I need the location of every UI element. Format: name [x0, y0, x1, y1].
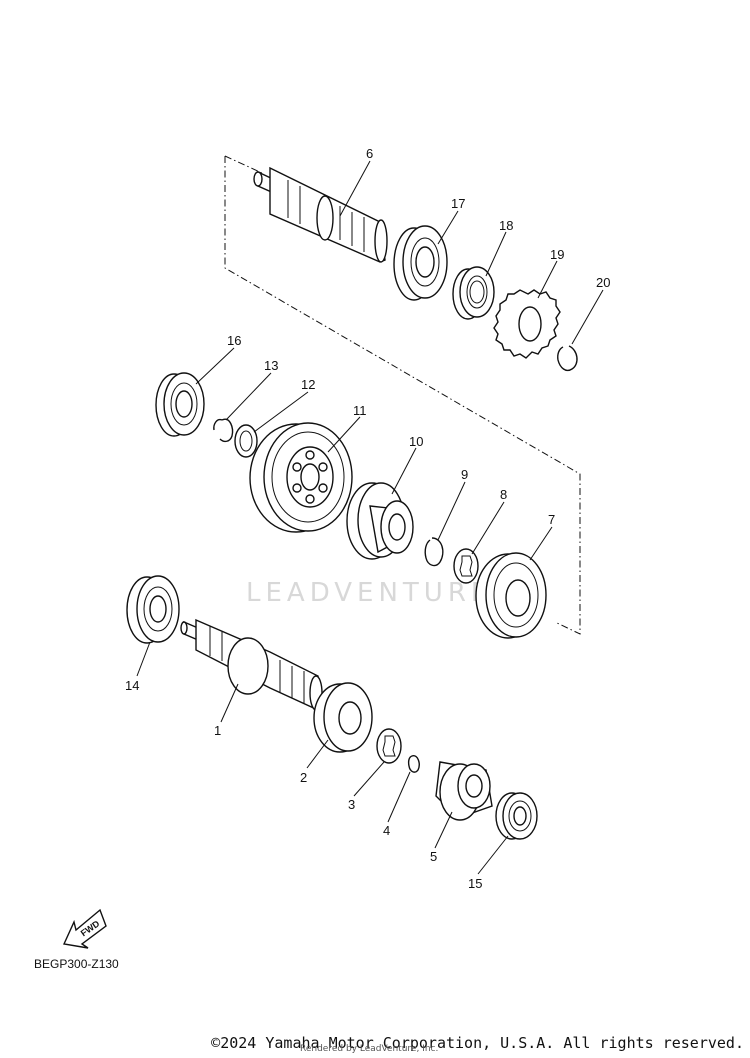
callout-17: 17	[451, 196, 465, 211]
part-11-gear[interactable]	[249, 422, 353, 533]
callout-4: 4	[383, 823, 390, 838]
callout-19: 19	[550, 247, 564, 262]
callout-1: 1	[214, 723, 221, 738]
part-15-bearing[interactable]	[495, 792, 538, 840]
part-14-bearing[interactable]	[126, 575, 180, 644]
part-20-circlip[interactable]	[557, 345, 578, 372]
part-7-gear[interactable]	[475, 552, 547, 639]
part-6-drive-axle[interactable]	[253, 166, 388, 263]
part-5-gear[interactable]	[435, 761, 493, 821]
callout-7: 7	[548, 512, 555, 527]
callout-5: 5	[430, 849, 437, 864]
copyright-notice: ©2024 Yamaha Motor Corporation, U.S.A. A…	[211, 1034, 744, 1052]
part-13-circlip[interactable]	[213, 418, 234, 443]
callout-15: 15	[468, 876, 482, 891]
rendered-by-note: Rendered by LeadVenture, Inc.	[300, 1044, 439, 1054]
part-10-gear[interactable]	[346, 482, 414, 560]
part-18-oil-seal[interactable]	[452, 266, 495, 320]
callout-12: 12	[301, 377, 315, 392]
part-17-bearing[interactable]	[393, 225, 448, 301]
part-4-circlip[interactable]	[407, 755, 420, 773]
part-3-lock-washer[interactable]	[376, 728, 402, 764]
callout-8: 8	[500, 487, 507, 502]
callout-2: 2	[300, 770, 307, 785]
callout-18: 18	[499, 218, 513, 233]
part-8-lock-washer[interactable]	[453, 548, 479, 584]
assembly-outline	[224, 155, 581, 635]
callout-16: 16	[227, 333, 241, 348]
callout-9: 9	[461, 467, 468, 482]
callout-14: 14	[125, 678, 139, 693]
part-19-drive-sprocket[interactable]	[493, 289, 561, 359]
callout-10: 10	[409, 434, 423, 449]
fwd-arrow-icon: FWD	[62, 908, 107, 949]
diagram-code: BEGP300-Z130	[34, 957, 119, 971]
part-1-main-axle[interactable]	[180, 618, 323, 712]
callout-6: 6	[366, 146, 373, 161]
part-12-washer[interactable]	[234, 424, 258, 458]
part-2-gear[interactable]	[313, 682, 373, 753]
callout-3: 3	[348, 797, 355, 812]
part-16-bearing[interactable]	[155, 372, 205, 437]
watermark: LEADVENTURE	[246, 578, 492, 608]
callout-13: 13	[264, 358, 278, 373]
leader-lines	[136, 160, 604, 875]
callout-11: 11	[353, 403, 367, 418]
callout-20: 20	[596, 275, 610, 290]
callout-labels: 6 17 18 19 20 16 13 12 11 10 9 8 7 14 1 …	[125, 146, 610, 891]
part-9-circlip[interactable]	[424, 537, 444, 567]
